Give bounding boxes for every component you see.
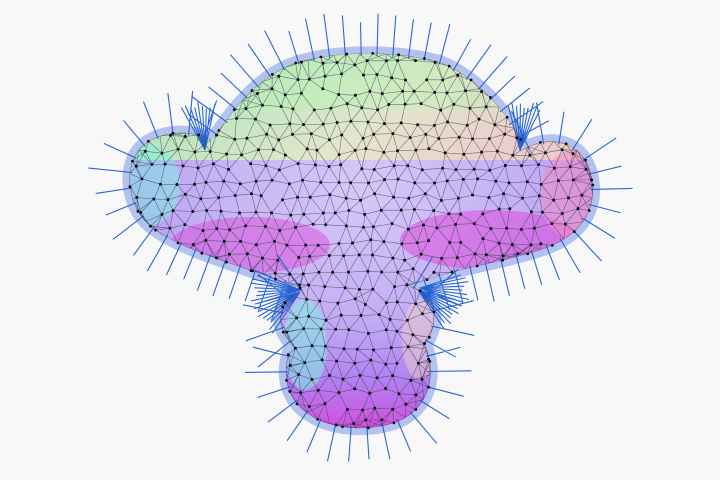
normal-lines xyxy=(88,13,633,462)
normal-spikes xyxy=(88,13,633,462)
shaded-surface xyxy=(129,53,593,429)
surface-stem-left xyxy=(283,300,327,390)
